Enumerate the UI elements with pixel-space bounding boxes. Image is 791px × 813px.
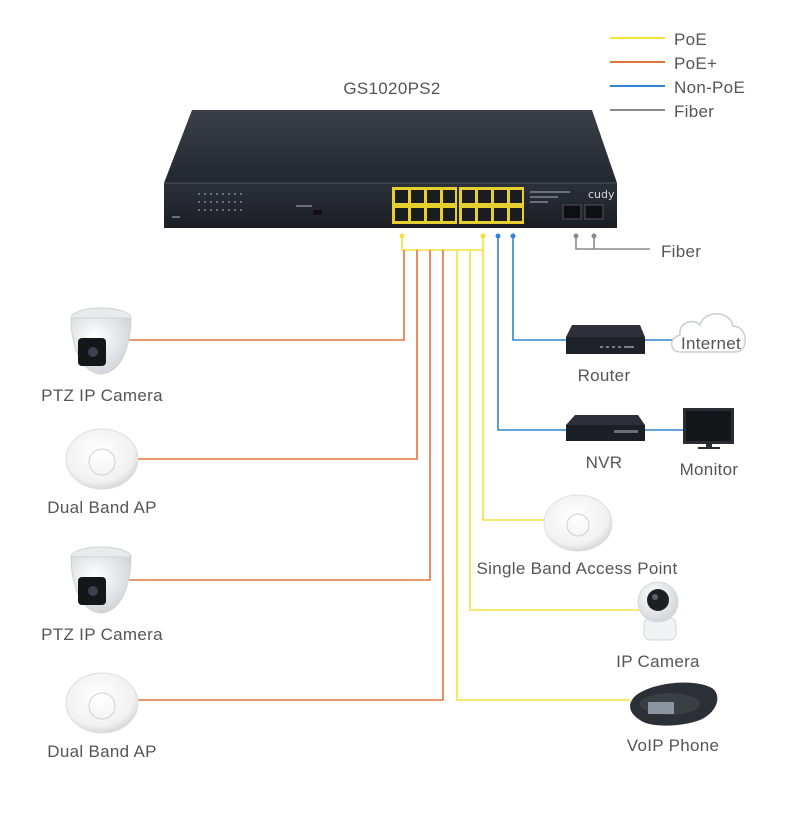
switch-top-panel	[164, 110, 617, 183]
line-router	[512, 238, 566, 341]
router-icon	[566, 325, 645, 354]
legend: PoE PoE+ Non-PoE Fiber	[610, 30, 745, 121]
single-band-access-point-label: Single Band Access Point	[477, 559, 678, 578]
voip-phone-icon	[630, 682, 718, 726]
ptz-ip-camera-label-2: PTZ IP Camera	[41, 625, 163, 644]
line-dual-band-ap-2	[138, 250, 444, 701]
router-label: Router	[578, 366, 631, 385]
ptz-ip-camera-icon-2	[70, 546, 132, 614]
line-nvr	[497, 238, 566, 431]
switch-info-text-block	[530, 191, 570, 203]
connection-lines	[128, 238, 683, 701]
line-ptz-camera-2	[128, 250, 431, 581]
line-fiber	[575, 238, 650, 250]
internet-cloud-icon	[671, 313, 746, 353]
line-voip-phone	[456, 250, 630, 701]
single-band-access-point-icon	[543, 494, 613, 552]
line-dual-band-ap-1	[138, 250, 418, 460]
internet-label: Internet	[681, 334, 741, 353]
ip-camera-icon	[637, 581, 679, 641]
switch-brand-logo: cudy	[588, 188, 615, 201]
legend-label-non-poe: Non-PoE	[674, 78, 745, 97]
line-ptz-camera-1	[128, 250, 405, 341]
monitor-icon	[683, 408, 734, 449]
nvr-label: NVR	[586, 453, 623, 472]
line-poe-bus	[401, 238, 484, 251]
legend-label-poe-plus: PoE+	[674, 54, 717, 73]
port-connector-dots	[399, 233, 597, 239]
ptz-ip-camera-icon-1	[70, 307, 132, 375]
nvr-icon	[566, 415, 645, 441]
switch-model-label: GS1020PS2	[343, 79, 440, 98]
dual-band-ap-label-2: Dual Band AP	[47, 742, 156, 761]
switch-led-panel	[172, 193, 242, 218]
legend-item-non-poe: Non-PoE	[610, 78, 745, 97]
switch-front-panel	[164, 183, 617, 228]
dual-band-ap-icon-2	[65, 672, 139, 734]
legend-item-fiber: Fiber	[610, 102, 714, 121]
poe-switch: cudy	[164, 110, 617, 228]
line-single-band-ap	[482, 250, 545, 521]
line-ip-camera	[469, 250, 640, 611]
legend-label-poe: PoE	[674, 30, 707, 49]
switch-rj45-ports	[392, 187, 524, 224]
dual-band-ap-label-1: Dual Band AP	[47, 498, 156, 517]
switch-sfp-ports	[562, 204, 604, 220]
voip-phone-label: VoIP Phone	[627, 736, 720, 755]
fiber-label: Fiber	[661, 242, 701, 261]
ip-camera-label: IP Camera	[616, 652, 700, 671]
legend-item-poe: PoE	[610, 30, 707, 49]
legend-label-fiber: Fiber	[674, 102, 714, 121]
dual-band-ap-icon-1	[65, 428, 139, 490]
ptz-ip-camera-label-1: PTZ IP Camera	[41, 386, 163, 405]
legend-item-poe-plus: PoE+	[610, 54, 717, 73]
monitor-label: Monitor	[680, 460, 739, 479]
switch-mode-switch	[296, 205, 322, 215]
